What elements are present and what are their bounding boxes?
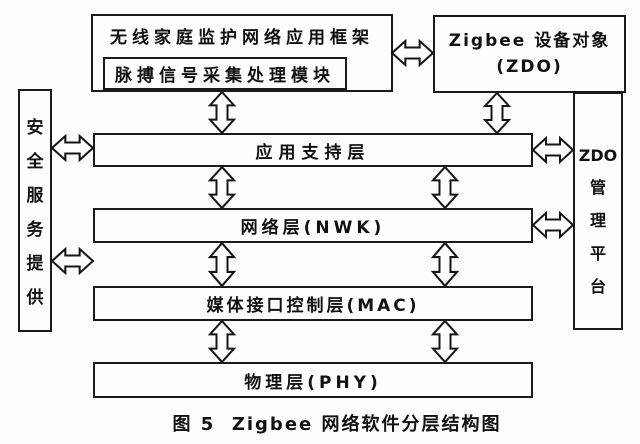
arrow-nwk-mac-right-icon <box>430 241 460 288</box>
arrow-security-nwk-mac-icon <box>50 246 95 276</box>
zdo-label-line2: (ZDO) <box>496 57 563 77</box>
arrow-nwk-platform-icon <box>531 210 575 240</box>
arrow-mac-phy-right-icon <box>430 319 460 364</box>
layer-mac-label: 媒体接口控制层(MAC) <box>206 296 420 316</box>
pulse-module-label: 脉搏信号采集处理模块 <box>115 66 335 86</box>
arrow-mac-phy-left-icon <box>207 319 237 364</box>
box-app-framework: 无线家庭监护网络应用框架 脉搏信号采集处理模块 <box>91 14 393 92</box>
arrow-nwk-mac-left-icon <box>207 241 237 288</box>
arrow-aps-nwk-left-icon <box>207 165 237 210</box>
vertical-char: 平 <box>589 244 606 263</box>
box-pulse-module: 脉搏信号采集处理模块 <box>103 57 347 90</box>
layer-physical-phy: 物理层(PHY) <box>93 362 533 398</box>
layer-network-nwk-label: 网络层(NWK) <box>240 218 386 238</box>
vertical-char: 供 <box>26 288 44 308</box>
zdo-platform-heading: ZDO <box>578 146 618 165</box>
layer-network-nwk: 网络层(NWK) <box>93 208 533 243</box>
box-zdo-management-platform: ZDO 管理平台 <box>573 92 623 330</box>
app-framework-label: 无线家庭监护网络应用框架 <box>110 28 374 48</box>
layer-application-support-label: 应用支持层 <box>255 142 371 163</box>
vertical-char: 务 <box>26 220 44 240</box>
zdo-label-line1: Zigbee 设备对象 <box>448 31 611 51</box>
arrow-zdo-aps-icon <box>482 91 512 135</box>
figure-caption: 图 5 Zigbee 网络软件分层结构图 <box>172 414 502 435</box>
layer-mac: 媒体接口控制层(MAC) <box>93 286 533 321</box>
vertical-char: 理 <box>589 211 606 230</box>
arrow-framework-zdo-icon <box>390 38 435 68</box>
vertical-char: 提 <box>26 254 44 274</box>
vertical-char: 台 <box>589 277 606 296</box>
layer-application-support: 应用支持层 <box>93 133 533 167</box>
zdo-platform-vertical-label: 管理平台 <box>590 174 606 297</box>
vertical-char: 全 <box>26 152 44 172</box>
arrow-aps-nwk-right-icon <box>430 165 460 210</box>
arrow-security-aps-icon <box>50 133 95 163</box>
vertical-char: 服 <box>26 186 44 206</box>
box-zigbee-device-object: Zigbee 设备对象 (ZDO) <box>433 15 626 93</box>
box-security-service-provider: 安全服务提供 <box>18 89 52 332</box>
vertical-char: 安 <box>26 118 44 138</box>
arrow-framework-aps-icon <box>207 90 237 135</box>
arrow-aps-platform-icon <box>531 135 575 165</box>
layer-physical-phy-label: 物理层(PHY) <box>244 372 382 393</box>
vertical-char: 管 <box>589 178 606 197</box>
